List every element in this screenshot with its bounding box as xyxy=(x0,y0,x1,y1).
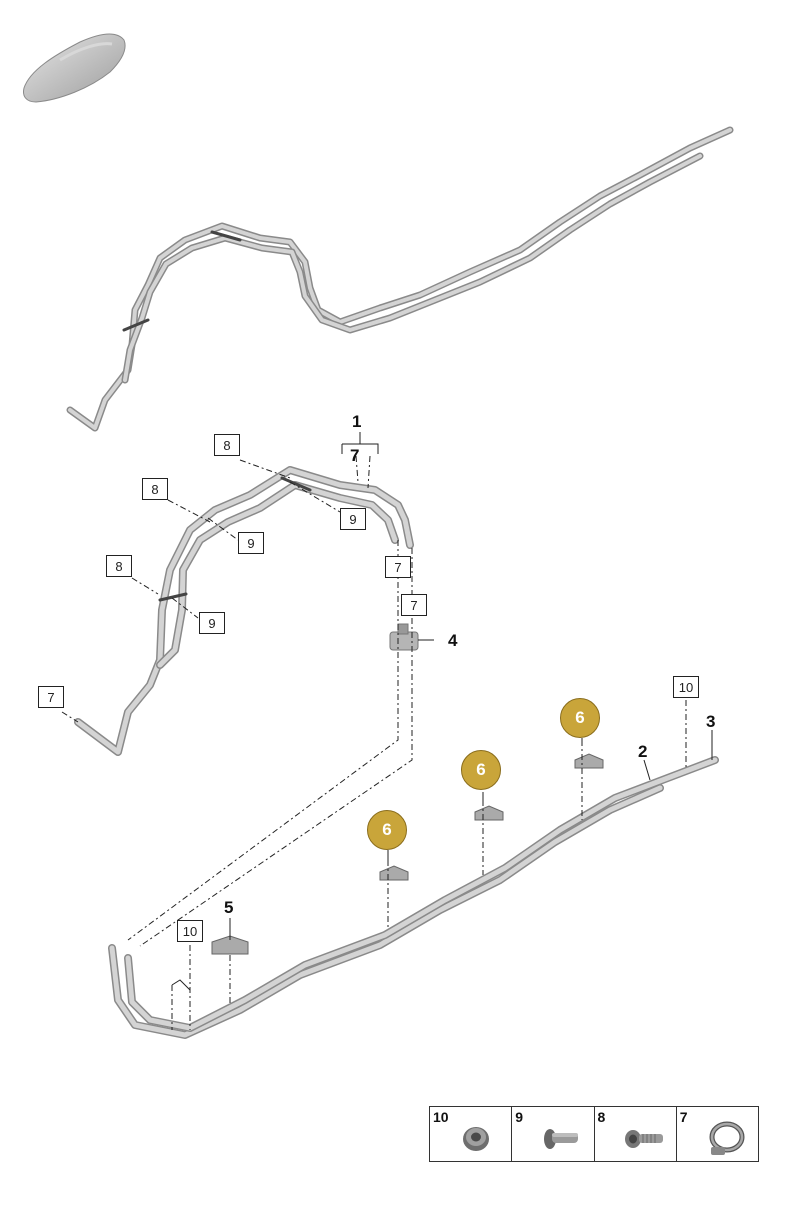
callout-1: 1 xyxy=(352,412,362,431)
callout-9-b: 9 xyxy=(238,532,264,554)
leader-lines xyxy=(61,432,713,1030)
rivet-icon xyxy=(544,1129,579,1149)
parts-legend: 10 9 8 7 xyxy=(429,1106,759,1162)
callout-7-c: 7 xyxy=(38,686,64,708)
legend-number: 8 xyxy=(597,1109,606,1125)
pipe-assembly-overview xyxy=(66,126,734,432)
callout-8-c: 8 xyxy=(106,555,132,577)
callout-2: 2 xyxy=(638,742,648,761)
pipe-assembly-item-1 xyxy=(74,466,414,756)
legend-number: 7 xyxy=(679,1109,688,1125)
callout-9-c: 9 xyxy=(199,612,225,634)
callout-7-b: 7 xyxy=(401,594,427,616)
clip-5-icon xyxy=(211,935,249,955)
callout-5: 5 xyxy=(224,898,234,917)
callout-10-a: 10 xyxy=(673,676,699,698)
callout-8-b: 8 xyxy=(142,478,168,500)
bracket-4-icon xyxy=(389,623,419,651)
pipe-assembly-items-2-3 xyxy=(108,756,719,1039)
callout-7-a: 7 xyxy=(385,556,411,578)
legend-item-10: 10 xyxy=(430,1107,513,1161)
callout-3: 3 xyxy=(706,712,716,731)
callout-6-c: 6 xyxy=(367,810,407,850)
hose-clamp-icon xyxy=(709,1121,745,1155)
legend-item-9: 9 xyxy=(512,1107,595,1161)
callout-7-group: 7 xyxy=(350,446,360,465)
car-thumbnail-icon xyxy=(23,33,126,103)
callout-9-a: 9 xyxy=(340,508,366,530)
legend-number: 10 xyxy=(433,1109,449,1125)
legend-number: 9 xyxy=(515,1109,524,1125)
legend-item-8: 8 xyxy=(595,1107,677,1161)
callout-8-a: 8 xyxy=(214,434,240,456)
callout-4: 4 xyxy=(448,631,458,650)
legend-item-7: 7 xyxy=(677,1107,758,1161)
callout-6-a: 6 xyxy=(560,698,600,738)
callout-6-b: 6 xyxy=(461,750,501,790)
screw-icon xyxy=(624,1130,663,1148)
grommet-icon xyxy=(463,1127,489,1151)
callout-10-b: 10 xyxy=(177,920,203,942)
